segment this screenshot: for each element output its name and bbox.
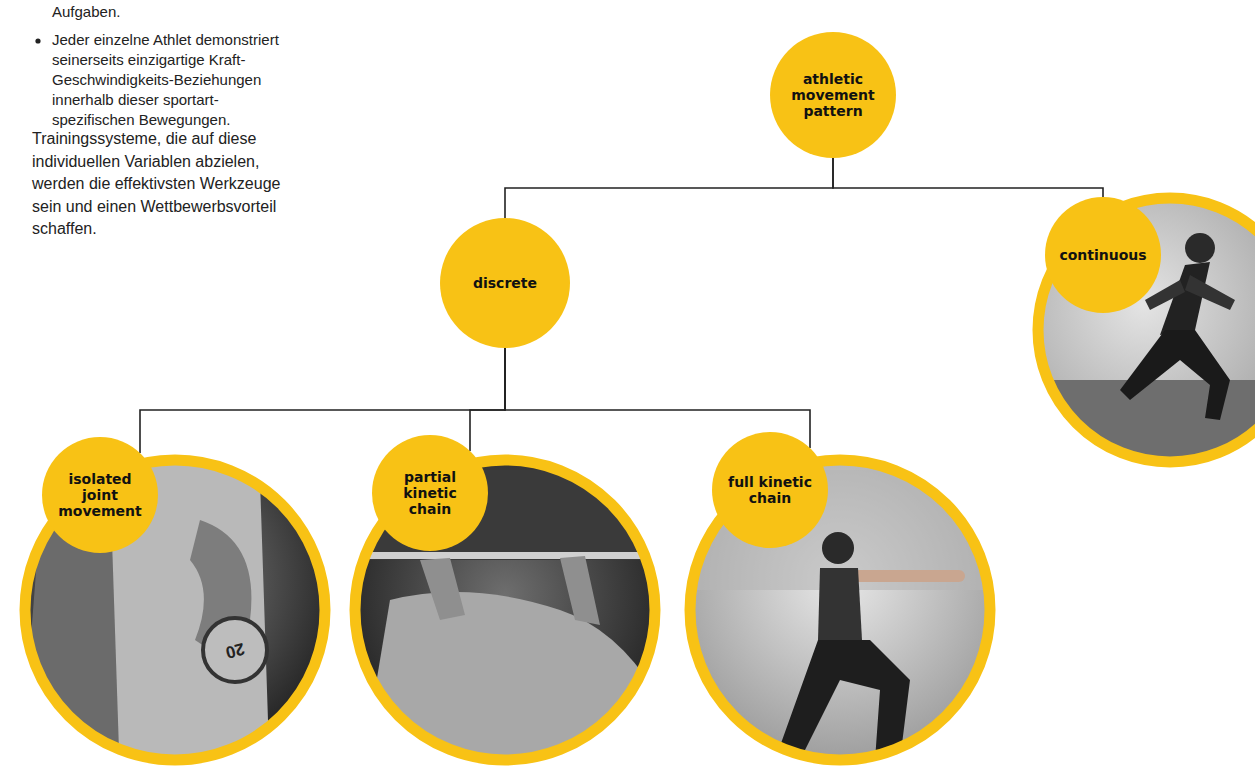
arms-shape bbox=[1145, 275, 1235, 310]
head-shape bbox=[1185, 233, 1215, 263]
node-label: partial kinetic chain bbox=[388, 469, 472, 517]
tree-connector bbox=[505, 158, 833, 218]
label-group: isolated joint movement bbox=[58, 471, 142, 519]
bullet-dot bbox=[35, 38, 40, 43]
head-shape bbox=[822, 532, 854, 564]
photo-ring bbox=[1038, 198, 1255, 462]
tree-connector bbox=[140, 348, 505, 453]
tree-connector bbox=[833, 158, 1103, 197]
node-label: continuous bbox=[1059, 247, 1146, 263]
category-circle: discrete bbox=[440, 218, 570, 348]
arms-shape bbox=[420, 556, 600, 625]
node-label: discrete bbox=[473, 275, 537, 291]
tree-connector bbox=[470, 348, 505, 451]
label-group: athletic movement pattern bbox=[790, 71, 876, 119]
node-label: full kinetic chain bbox=[728, 474, 812, 506]
category-circle: continuous bbox=[1045, 197, 1161, 313]
plate-weight: 20 bbox=[223, 638, 246, 662]
body-text: Trainingssysteme, die auf diese individu… bbox=[32, 128, 284, 241]
body-text: Aufgaben. bbox=[52, 2, 292, 22]
torso-shape bbox=[818, 568, 862, 640]
category-circle: full kinetic chain bbox=[712, 432, 828, 548]
photo-sprinter bbox=[1030, 198, 1255, 470]
category-circle: athletic movement pattern bbox=[770, 32, 896, 158]
label-group: continuous bbox=[1059, 247, 1146, 263]
body-text: Jeder einzelne Athlet demonstriert seine… bbox=[52, 30, 292, 130]
legs-shape bbox=[775, 640, 910, 760]
category-circle: partial kinetic chain bbox=[372, 435, 488, 551]
node-label: isolated joint movement bbox=[58, 471, 142, 519]
dumbbell-plate bbox=[203, 618, 267, 682]
lying-body bbox=[360, 592, 660, 771]
arms-shape bbox=[845, 570, 965, 582]
category-circle: isolated joint movement bbox=[42, 437, 158, 553]
node-label: athletic movement pattern bbox=[790, 71, 876, 119]
label-group: full kinetic chain bbox=[728, 474, 812, 506]
label-group: partial kinetic chain bbox=[388, 469, 472, 517]
barbell-bar bbox=[350, 552, 670, 559]
legs-shape bbox=[1120, 330, 1230, 420]
photo-ring bbox=[25, 460, 325, 760]
label-group: discrete bbox=[473, 275, 537, 291]
